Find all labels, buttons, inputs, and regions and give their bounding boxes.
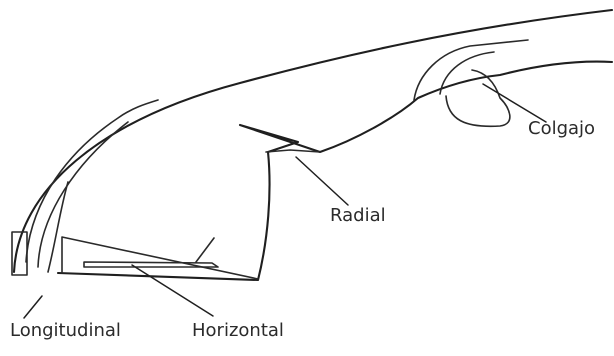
horizontal-tear-wedge bbox=[62, 237, 258, 279]
longitudinal-tear-cleft bbox=[48, 182, 68, 272]
horizontal-tear-slit bbox=[84, 262, 218, 267]
label-radial: Radial bbox=[330, 207, 386, 225]
leader-longitudinal bbox=[24, 296, 42, 318]
leader-radial bbox=[296, 157, 348, 205]
flap-tear-body bbox=[414, 40, 528, 100]
label-colgajo: Colgajo bbox=[528, 120, 595, 138]
meniscus-outer-rim bbox=[14, 10, 612, 272]
longitudinal-tear-outer bbox=[26, 100, 158, 262]
leader-horizontal bbox=[132, 265, 213, 316]
label-longitudinal: Longitudinal bbox=[10, 322, 121, 340]
meniscus-inner-edge bbox=[58, 62, 612, 280]
leader-colgajo bbox=[483, 84, 546, 122]
longitudinal-tear-inner bbox=[38, 122, 128, 267]
flap-tear-fold bbox=[440, 52, 494, 94]
label-horizontal: Horizontal bbox=[192, 322, 284, 340]
